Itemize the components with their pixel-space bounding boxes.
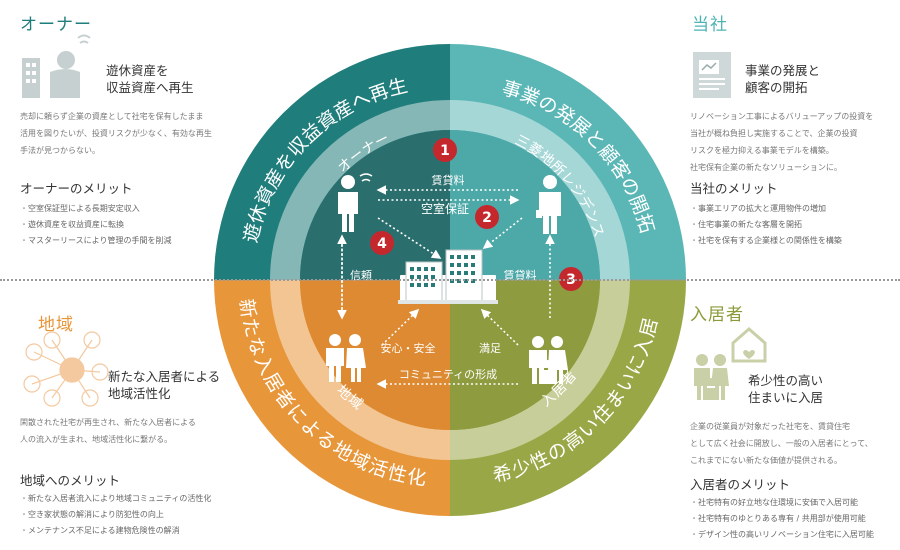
owner-panel: オーナー [20,10,230,35]
community-network-icon [23,331,109,407]
region-panel: 地域 [38,310,158,335]
resident-family-icon [529,336,568,384]
badge-1: 1 [433,138,457,162]
badge-4: 4 [370,231,394,255]
company-title: 当社 [692,15,728,35]
resident-description: 企業の従業員が対象だった社宅を、賃貸住宅 として広く社会に開放し、一般の入居者に… [690,422,873,465]
owner-person-icon [338,173,373,232]
flow-community: コミュニティの形成 [399,368,497,381]
resident-title: 入居者 [690,305,744,325]
list-item: 新たな入居者流入により地域コミュニティの活性化 [20,491,250,507]
list-item: 事業エリアの拡大と運用物件の増加 [690,201,896,217]
flow-vacancy-guarantee: 空室保証 [421,201,469,216]
list-item: マスターリースにより管理の手間を削減 [20,233,250,249]
flow-satisfaction: 満足 [479,342,501,355]
company-businessman-icon [536,175,561,234]
flow-rent-owner: 賃貸料 [432,173,465,187]
company-merits: 当社のメリット 事業エリアの拡大と運用物件の増加 住宅事業の新たな客層を開拓 社… [690,178,896,249]
document-icon [693,52,731,98]
resident-panel: 入居者 [690,300,810,325]
flow-rent-company: 賃貸料 [504,268,537,282]
owner-heading: 遊休資産を 収益資産へ再生 [106,63,194,95]
building-icon [398,249,498,304]
list-item: 遊休資産を収益資産に転換 [20,217,250,233]
flow-trust: 信頼 [350,269,372,282]
list-item: 社宅特有の好立地な住環境に安価で入居可能 [690,495,896,511]
region-heading: 新たな入居者による 地域活性化 [108,369,221,401]
owner-merits: オーナーのメリット 空室保証型による長期安定収入 遊休資産を収益資産に転換 マス… [20,178,250,249]
home-family-icon [694,327,767,400]
owner-description: 売却に頼らず企業の資産として社宅を保有したまま 活用を図りたいが、投資リスクが少… [20,112,212,155]
region-merits: 地域へのメリット 新たな入居者流入により地域コミュニティの活性化 空き家状態の解… [20,470,250,539]
region-couple-icon [326,334,366,382]
list-item: 社宅を保有する企業様との関係性を構築 [690,233,896,249]
list-item: 社宅特有のゆとりある専有 / 共用部が使用可能 [690,511,896,527]
svg-text:2: 2 [482,210,492,226]
resident-merits: 入居者のメリット 社宅特有の好立地な住環境に安価で入居可能 社宅特有のゆとりある… [690,474,896,543]
svg-text:1: 1 [440,143,450,159]
svg-text:4: 4 [377,236,387,252]
list-item: 空室保証型による長期安定収入 [20,201,250,217]
list-item: デザイン性の高いリノベーション住宅に入居可能 [690,527,896,543]
divider-line [0,279,900,281]
region-description: 閑散された社宅が再生され、新たな入居者による 人の流入が生まれ、地域活性化に繋が… [20,418,196,444]
company-panel: 当社 [692,10,892,35]
owner-title: オーナー [20,15,92,35]
company-heading: 事業の発展と 顧客の開拓 [745,63,821,95]
list-item: 空き家状態の解消により防犯性の向上 [20,507,250,523]
flow-safety: 安心・安全 [381,341,436,355]
list-item: メンテナンス不足による建物危険性の解消 [20,523,250,539]
region-title: 地域 [38,315,74,335]
owner-icon [22,34,91,98]
list-item: 住宅事業の新たな客層を開拓 [690,217,896,233]
company-description: リノベーション工事によるバリューアップの投資を 当社が概ね負担し実施することで、… [690,112,874,172]
resident-heading: 希少性の高い 住まいに入居 [748,373,824,405]
badge-2: 2 [475,205,499,229]
